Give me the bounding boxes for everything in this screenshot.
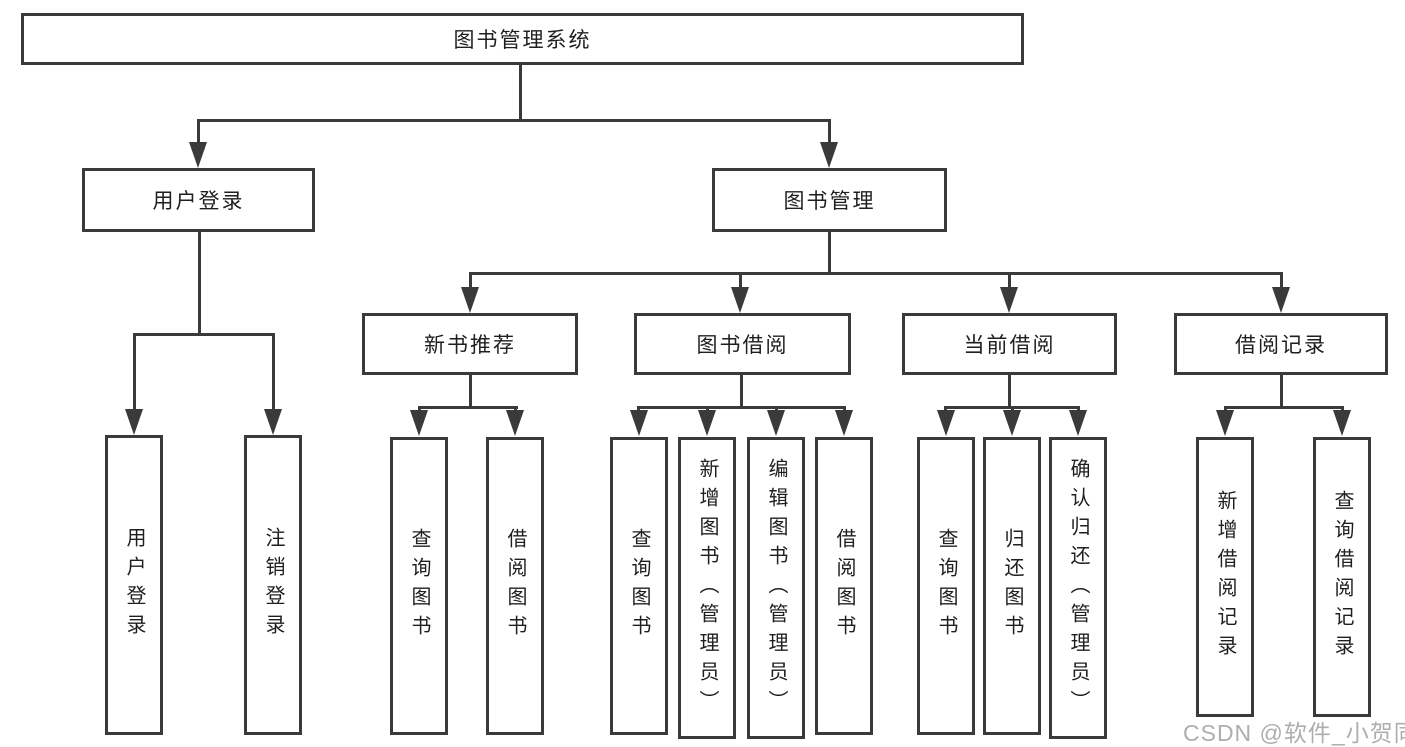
connector-line — [197, 119, 831, 122]
node-book-borrow: 图书借阅 — [634, 313, 851, 375]
connector-line — [828, 232, 831, 274]
leaf-borrow-book: 借阅图书 — [815, 437, 873, 735]
csdn-watermark: CSDN @软件_小贺同学 — [1183, 720, 1405, 746]
arrow-down-icon — [1272, 287, 1290, 313]
arrow-down-icon — [698, 410, 716, 436]
connector-line — [272, 333, 275, 411]
connector-line — [1008, 272, 1011, 289]
connector-line — [519, 65, 522, 121]
node-new-book-recommend: 新书推荐 — [362, 313, 578, 375]
arrow-down-icon — [1069, 410, 1087, 436]
leaf-logout: 注销登录 — [244, 435, 302, 735]
leaf-return-book: 归还图书 — [983, 437, 1041, 735]
leaf-add-borrow-record: 新增借阅记录 — [1196, 437, 1254, 717]
leaf-user-login: 用户登录 — [105, 435, 163, 735]
leaf-query-book-current: 查询图书 — [917, 437, 975, 735]
leaf-edit-book-admin: 编辑图书（管理员） — [747, 437, 805, 739]
connector-line — [1280, 272, 1283, 289]
arrow-down-icon — [1333, 410, 1351, 436]
leaf-query-book-borrow: 查询图书 — [610, 437, 668, 735]
connector-line — [1224, 406, 1344, 409]
node-borrow-records: 借阅记录 — [1174, 313, 1388, 375]
leaf-query-borrow-record: 查询借阅记录 — [1313, 437, 1371, 717]
connector-line — [469, 272, 1283, 275]
arrow-down-icon — [125, 409, 143, 435]
connector-line — [197, 119, 200, 149]
leaf-borrow-book-recommend: 借阅图书 — [486, 437, 544, 735]
connector-line — [828, 119, 831, 149]
arrow-down-icon — [1000, 287, 1018, 313]
connector-line — [198, 232, 201, 335]
node-user-login: 用户登录 — [82, 168, 315, 232]
leaf-confirm-return-admin: 确认归还（管理员） — [1049, 437, 1107, 739]
arrow-down-icon — [189, 142, 207, 168]
node-current-borrow: 当前借阅 — [902, 313, 1117, 375]
leaf-add-book-admin: 新增图书（管理员） — [678, 437, 736, 739]
connector-line — [740, 375, 743, 408]
arrow-down-icon — [506, 410, 524, 436]
connector-line — [133, 333, 275, 336]
arrow-down-icon — [461, 287, 479, 313]
arrow-down-icon — [767, 410, 785, 436]
arrow-down-icon — [835, 410, 853, 436]
arrow-down-icon — [731, 287, 749, 313]
leaf-query-book-recommend: 查询图书 — [390, 437, 448, 735]
arrow-down-icon — [410, 410, 428, 436]
node-root-system: 图书管理系统 — [21, 13, 1024, 65]
arrow-down-icon — [264, 409, 282, 435]
connector-line — [739, 272, 742, 289]
connector-line — [637, 406, 846, 409]
arrow-down-icon — [1003, 410, 1021, 436]
connector-line — [469, 272, 472, 289]
arrow-down-icon — [820, 142, 838, 168]
connector-line — [1280, 375, 1283, 408]
node-book-management: 图书管理 — [712, 168, 947, 232]
connector-line — [418, 406, 518, 409]
connector-line — [1008, 375, 1011, 408]
connector-line — [133, 333, 136, 411]
connector-line — [469, 375, 472, 408]
arrow-down-icon — [630, 410, 648, 436]
arrow-down-icon — [1216, 410, 1234, 436]
arrow-down-icon — [937, 410, 955, 436]
